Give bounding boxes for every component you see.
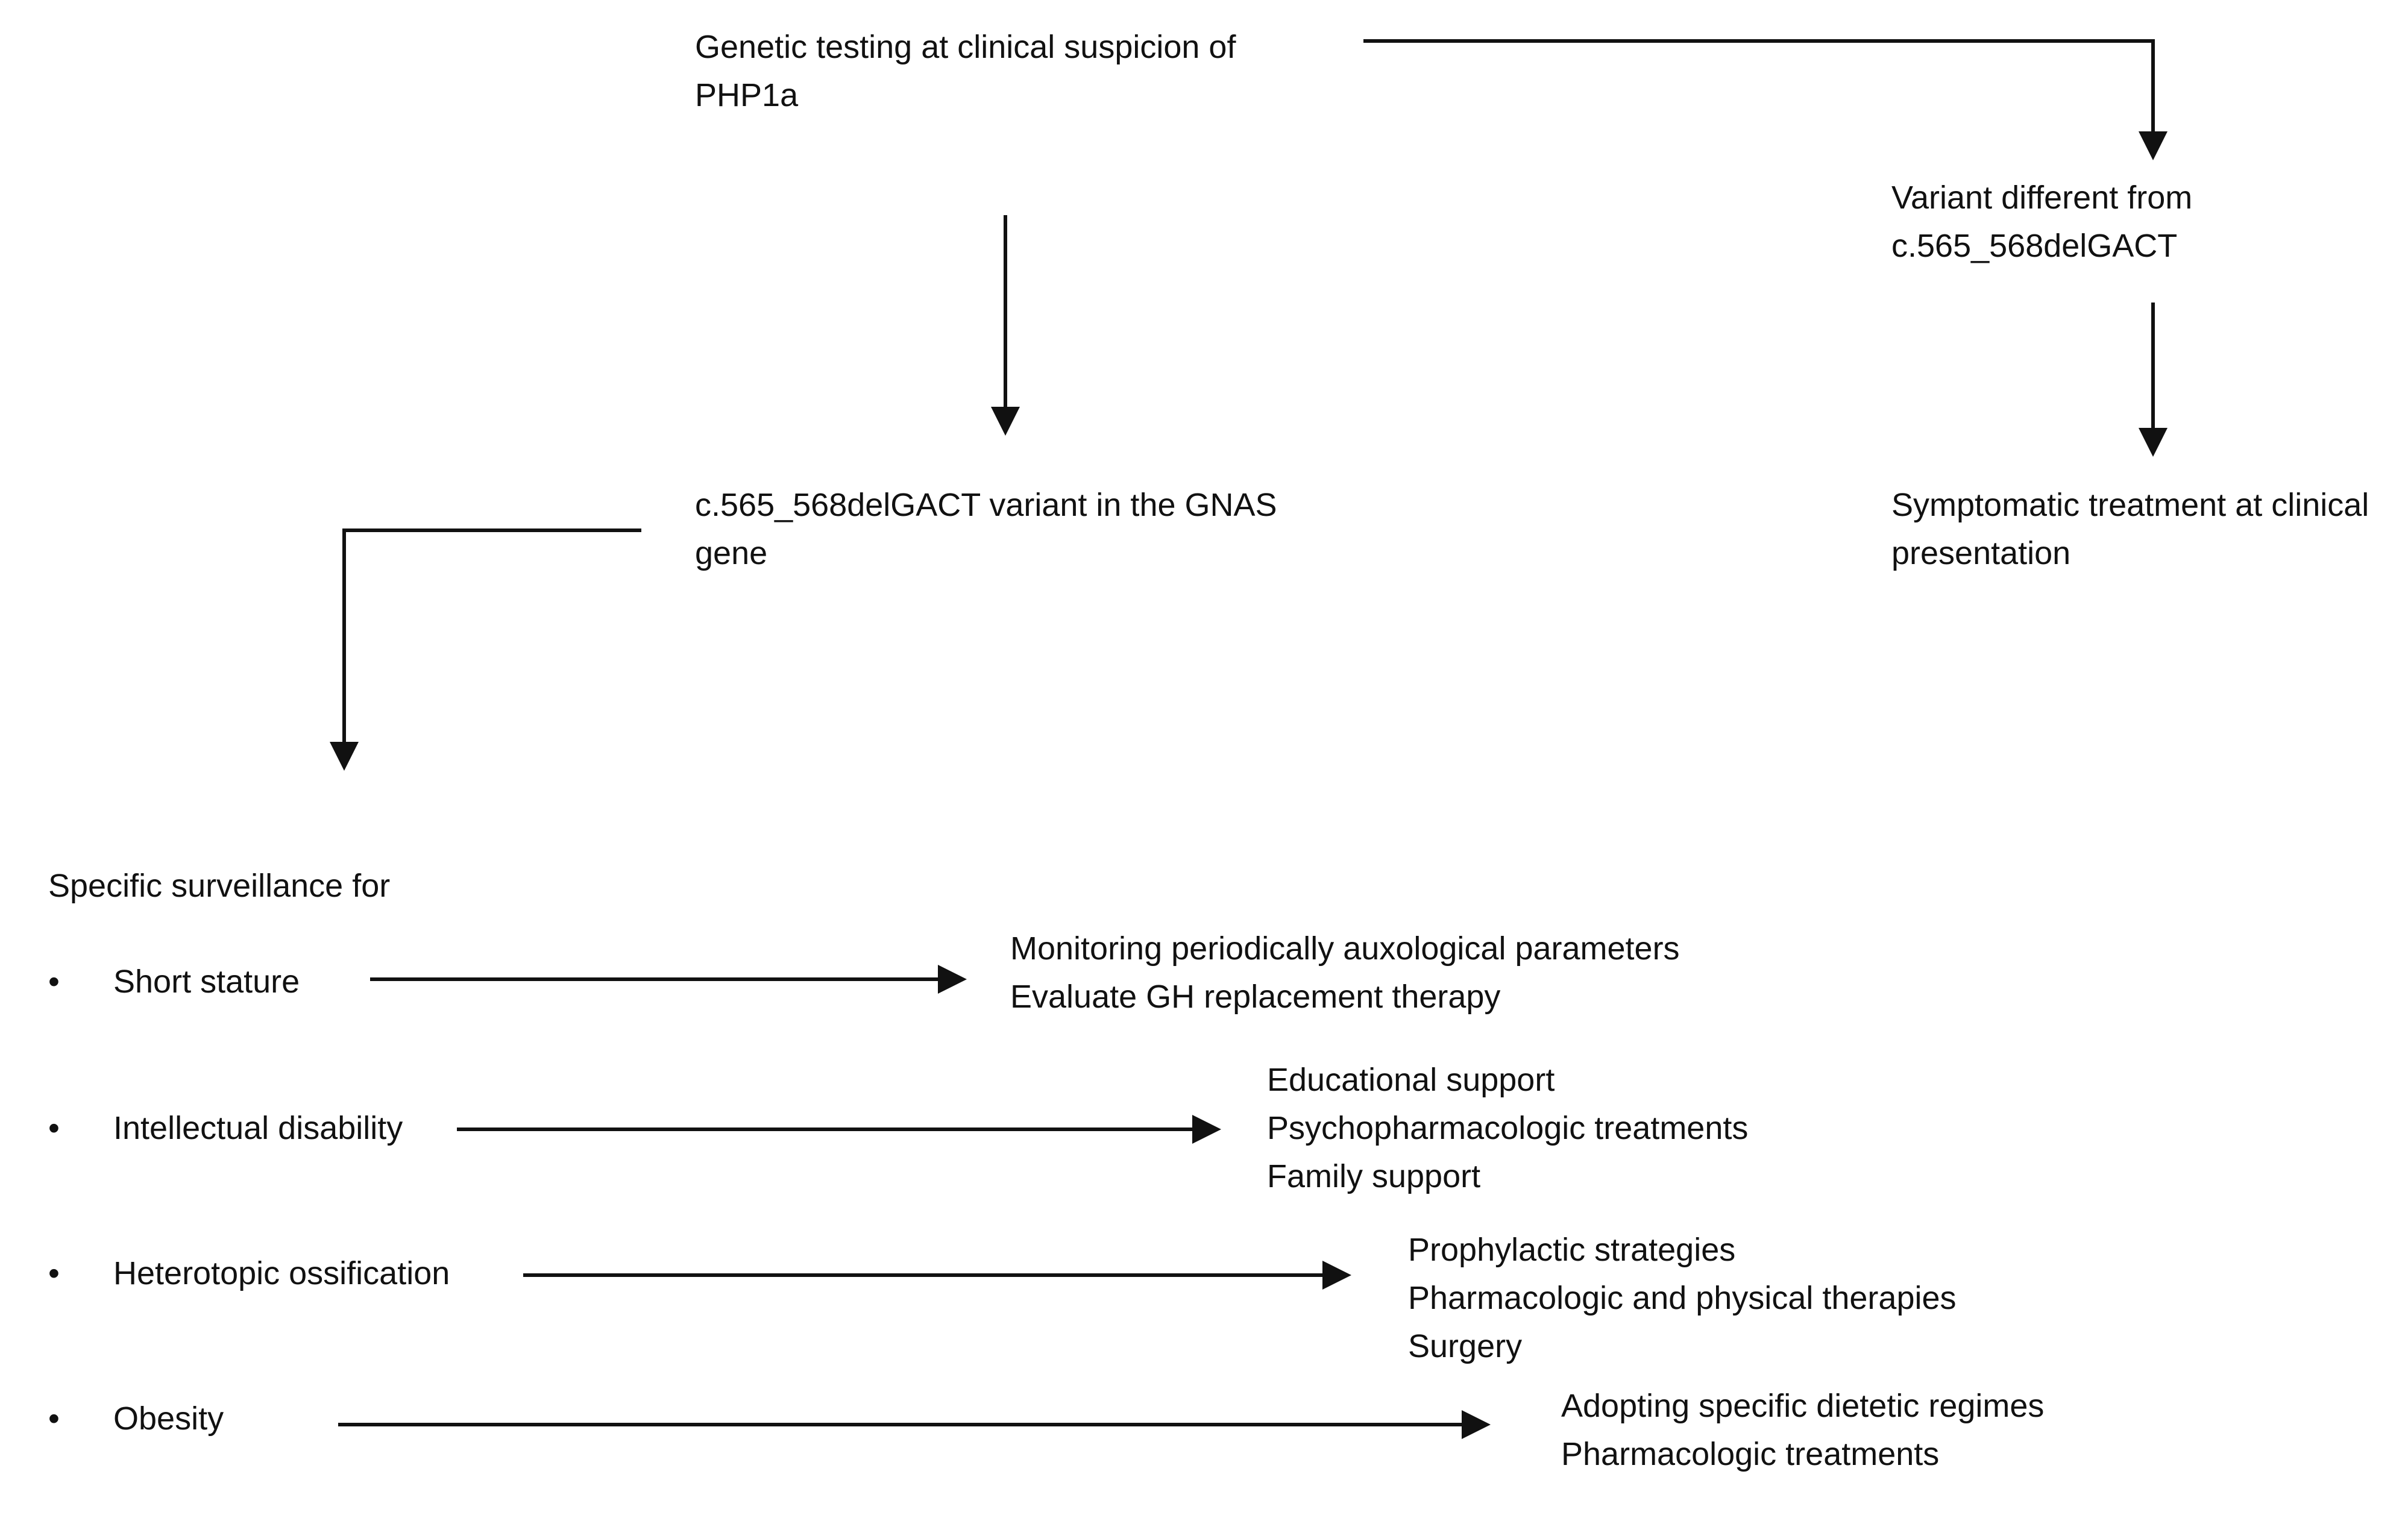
actions-intellectual-disability: Educational support Psychopharmacologic … (1267, 1056, 1748, 1200)
node-text-line: Genetic testing at clinical suspicion of (695, 29, 1236, 65)
bullet-short-stature: • (48, 964, 60, 1000)
action-item: Adopting specific dietetic regimes (1561, 1388, 2045, 1424)
action-item: Surgery (1408, 1328, 1523, 1364)
actions-obesity: Adopting specific dietetic regimes Pharm… (1561, 1382, 2044, 1478)
bullet-obesity: • (48, 1400, 60, 1437)
action-item: Prophylactic strategies (1408, 1232, 1736, 1268)
action-item: Psychopharmacologic treatments (1267, 1110, 1749, 1146)
node-symptomatic-treatment: Symptomatic treatment at clinical presen… (1891, 481, 2369, 577)
node-gnas-variant: c.565_568delGACT variant in the GNAS gen… (695, 481, 1277, 577)
node-text-line: Variant different from (1891, 180, 2193, 216)
node-variant-different: Variant different from c.565_568delGACT (1891, 174, 2192, 270)
bullet-intellectual-disability: • (48, 1110, 60, 1146)
node-text-line: c.565_568delGACT variant in the GNAS (695, 487, 1277, 523)
node-text-line: Symptomatic treatment at clinical (1891, 487, 2369, 523)
condition-heterotopic-ossification: Heterotopic ossification (113, 1255, 450, 1291)
actions-short-stature: Monitoring periodically auxological para… (1010, 924, 1680, 1021)
node-text-line: presentation (1891, 535, 2071, 571)
node-genetic-testing: Genetic testing at clinical suspicion of… (695, 23, 1236, 119)
actions-heterotopic-ossification: Prophylactic strategies Pharmacologic an… (1408, 1226, 1957, 1370)
action-item: Educational support (1267, 1062, 1555, 1098)
action-item: Family support (1267, 1158, 1481, 1194)
surveillance-title: Specific surveillance for (48, 868, 391, 904)
action-item: Pharmacologic and physical therapies (1408, 1280, 1957, 1316)
bullet-heterotopic-ossification: • (48, 1255, 60, 1291)
action-item: Evaluate GH replacement therapy (1010, 979, 1501, 1015)
node-text-line: c.565_568delGACT (1891, 228, 2178, 264)
condition-short-stature: Short stature (113, 964, 300, 1000)
condition-intellectual-disability: Intellectual disability (113, 1110, 403, 1146)
condition-obesity: Obesity (113, 1400, 224, 1437)
arrow-genetic-to-variant-different (1363, 39, 2168, 160)
action-item: Monitoring periodically auxological para… (1010, 930, 1680, 967)
node-text-line: PHP1a (695, 77, 799, 113)
action-item: Pharmacologic treatments (1561, 1436, 1940, 1472)
node-text-line: gene (695, 535, 768, 571)
arrow-gnas-to-surveillance (330, 528, 641, 771)
